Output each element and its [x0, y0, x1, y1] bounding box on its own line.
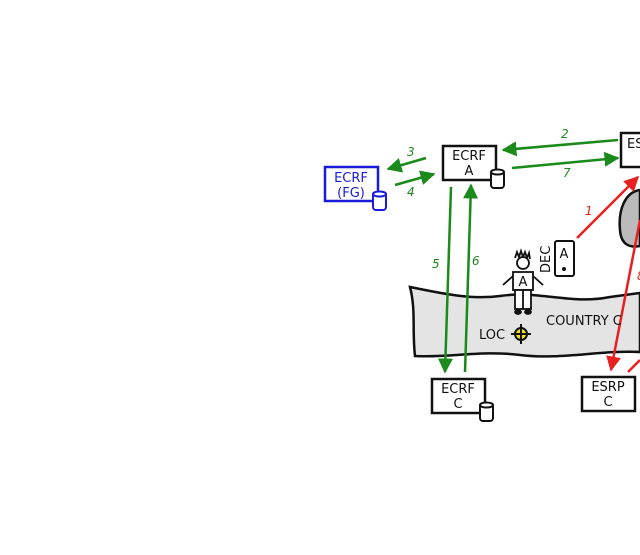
esrp-c-line1: ESRP — [591, 380, 624, 395]
ecrf-fg-node: ECRF (FG) — [323, 165, 387, 211]
ecrf-fg-line2: (FG) — [337, 186, 365, 201]
ecrf-a-line2: A — [465, 164, 474, 179]
esrp-c-node: ESRP C — [580, 375, 637, 413]
arrow-red-partial — [627, 359, 640, 373]
device-screen-label: A — [560, 247, 569, 262]
loc-label: LOC — [479, 328, 505, 343]
arrow-label-1: 1 — [585, 204, 593, 218]
ecrf-c-line1: ECRF — [441, 382, 475, 397]
arrow-label-4: 4 — [407, 185, 415, 199]
ecrf-fg-line1: ECRF — [334, 171, 368, 186]
person-icon — [502, 248, 544, 315]
arrow-1 — [576, 175, 640, 239]
country-label: COUNTRY C — [546, 314, 622, 329]
ecrf-c-node: ECRF C — [430, 377, 494, 422]
es-node: ES — [619, 131, 640, 169]
database-icon — [479, 401, 494, 422]
database-icon — [490, 168, 505, 189]
es-label: ES — [627, 137, 640, 152]
arrow-7 — [511, 151, 620, 170]
arrow-2 — [501, 138, 619, 157]
arrow-label-5: 5 — [432, 257, 440, 271]
location-target-icon — [511, 324, 531, 344]
esrp-c-line2: C — [603, 395, 612, 410]
ecrf-a-line1: ECRF — [452, 149, 486, 164]
arrow-label-6: 6 — [472, 254, 480, 268]
arrow-label-3: 3 — [407, 145, 415, 159]
arrow-6 — [463, 183, 479, 373]
device-phone: A DEC — [539, 240, 575, 277]
arrow-label-8: 8 — [637, 269, 640, 283]
arrow-5 — [437, 186, 453, 374]
arrow-4 — [394, 170, 436, 187]
device-label: DEC — [539, 246, 554, 273]
database-icon — [372, 190, 387, 211]
arrow-label-2: 2 — [561, 127, 569, 141]
ecrf-c-line2: C — [453, 397, 462, 412]
arrow-8 — [606, 219, 640, 372]
ecrf-a-node: ECRF A — [441, 144, 505, 189]
person-badge: A — [519, 275, 528, 290]
arrow-3 — [386, 156, 427, 173]
arrow-label-7: 7 — [563, 166, 571, 180]
